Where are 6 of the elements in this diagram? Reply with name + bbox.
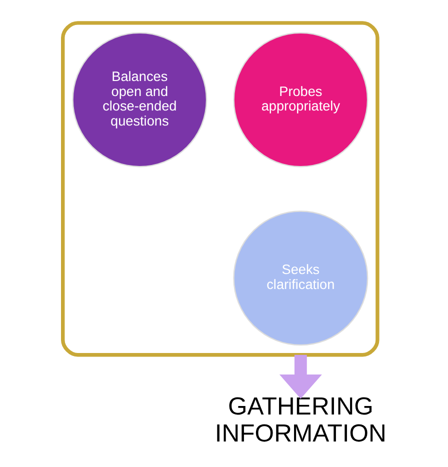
arrow: [278, 354, 322, 399]
node-circle: Probes appropriately: [232, 32, 368, 168]
node-circle: Seeks clarification: [232, 210, 368, 346]
node-text: GATHERING INFORMATION: [214, 393, 386, 448]
node-circle: Balances open and close-ended questions: [72, 32, 207, 168]
cluster: [60, 21, 379, 357]
